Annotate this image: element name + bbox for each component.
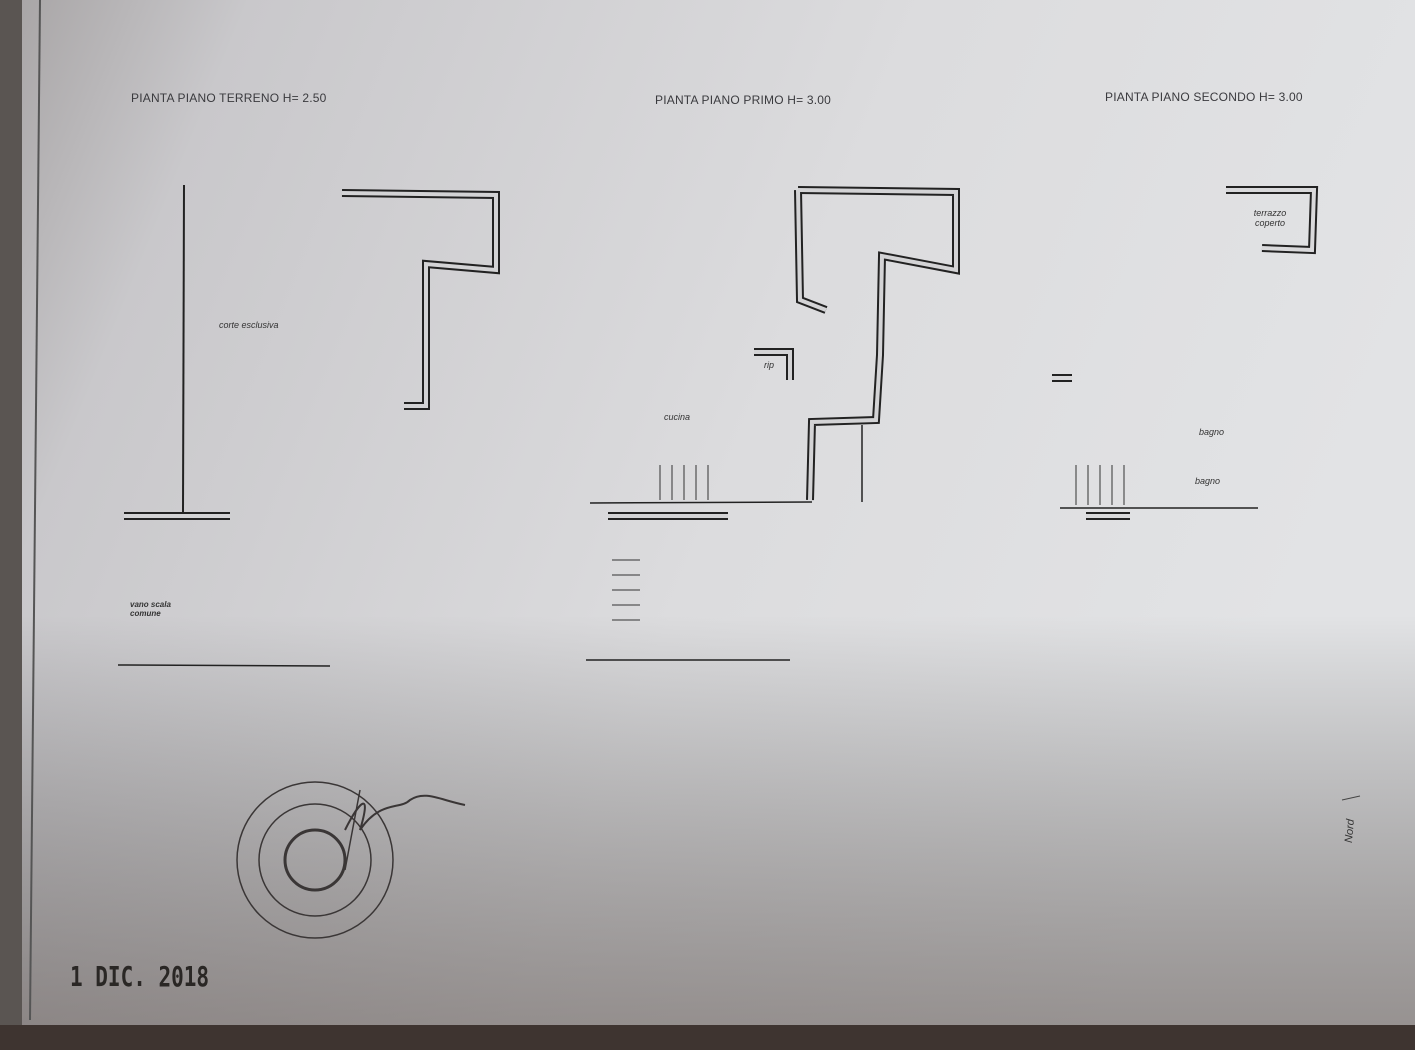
date-stamp: 1 DIC. 2018 [70, 960, 210, 993]
room-label: vano scala comune [130, 600, 171, 618]
room-label: bagno [1199, 427, 1225, 437]
plan-ground-floor [117, 184, 500, 667]
official-stamp [236, 781, 466, 939]
room-label: terrazzo coperto [1253, 208, 1287, 228]
room-label: rip [764, 360, 775, 370]
north-label: Nord [1342, 818, 1357, 844]
room-label: corte esclusiva [219, 320, 279, 330]
second-floor-title: PIANTA PIANO SECONDO H= 3.00 [1105, 90, 1303, 104]
room-label: cucina [664, 412, 691, 422]
plan-first-floor [586, 186, 960, 661]
plan-second-floor [1052, 186, 1319, 520]
north-arrow-icon [1341, 795, 1361, 801]
first-floor-title: PIANTA PIANO PRIMO H= 3.00 [655, 93, 832, 107]
ground-floor-title: PIANTA PIANO TERRENO H= 2.50 [131, 91, 327, 105]
room-label: bagno [1195, 476, 1221, 486]
